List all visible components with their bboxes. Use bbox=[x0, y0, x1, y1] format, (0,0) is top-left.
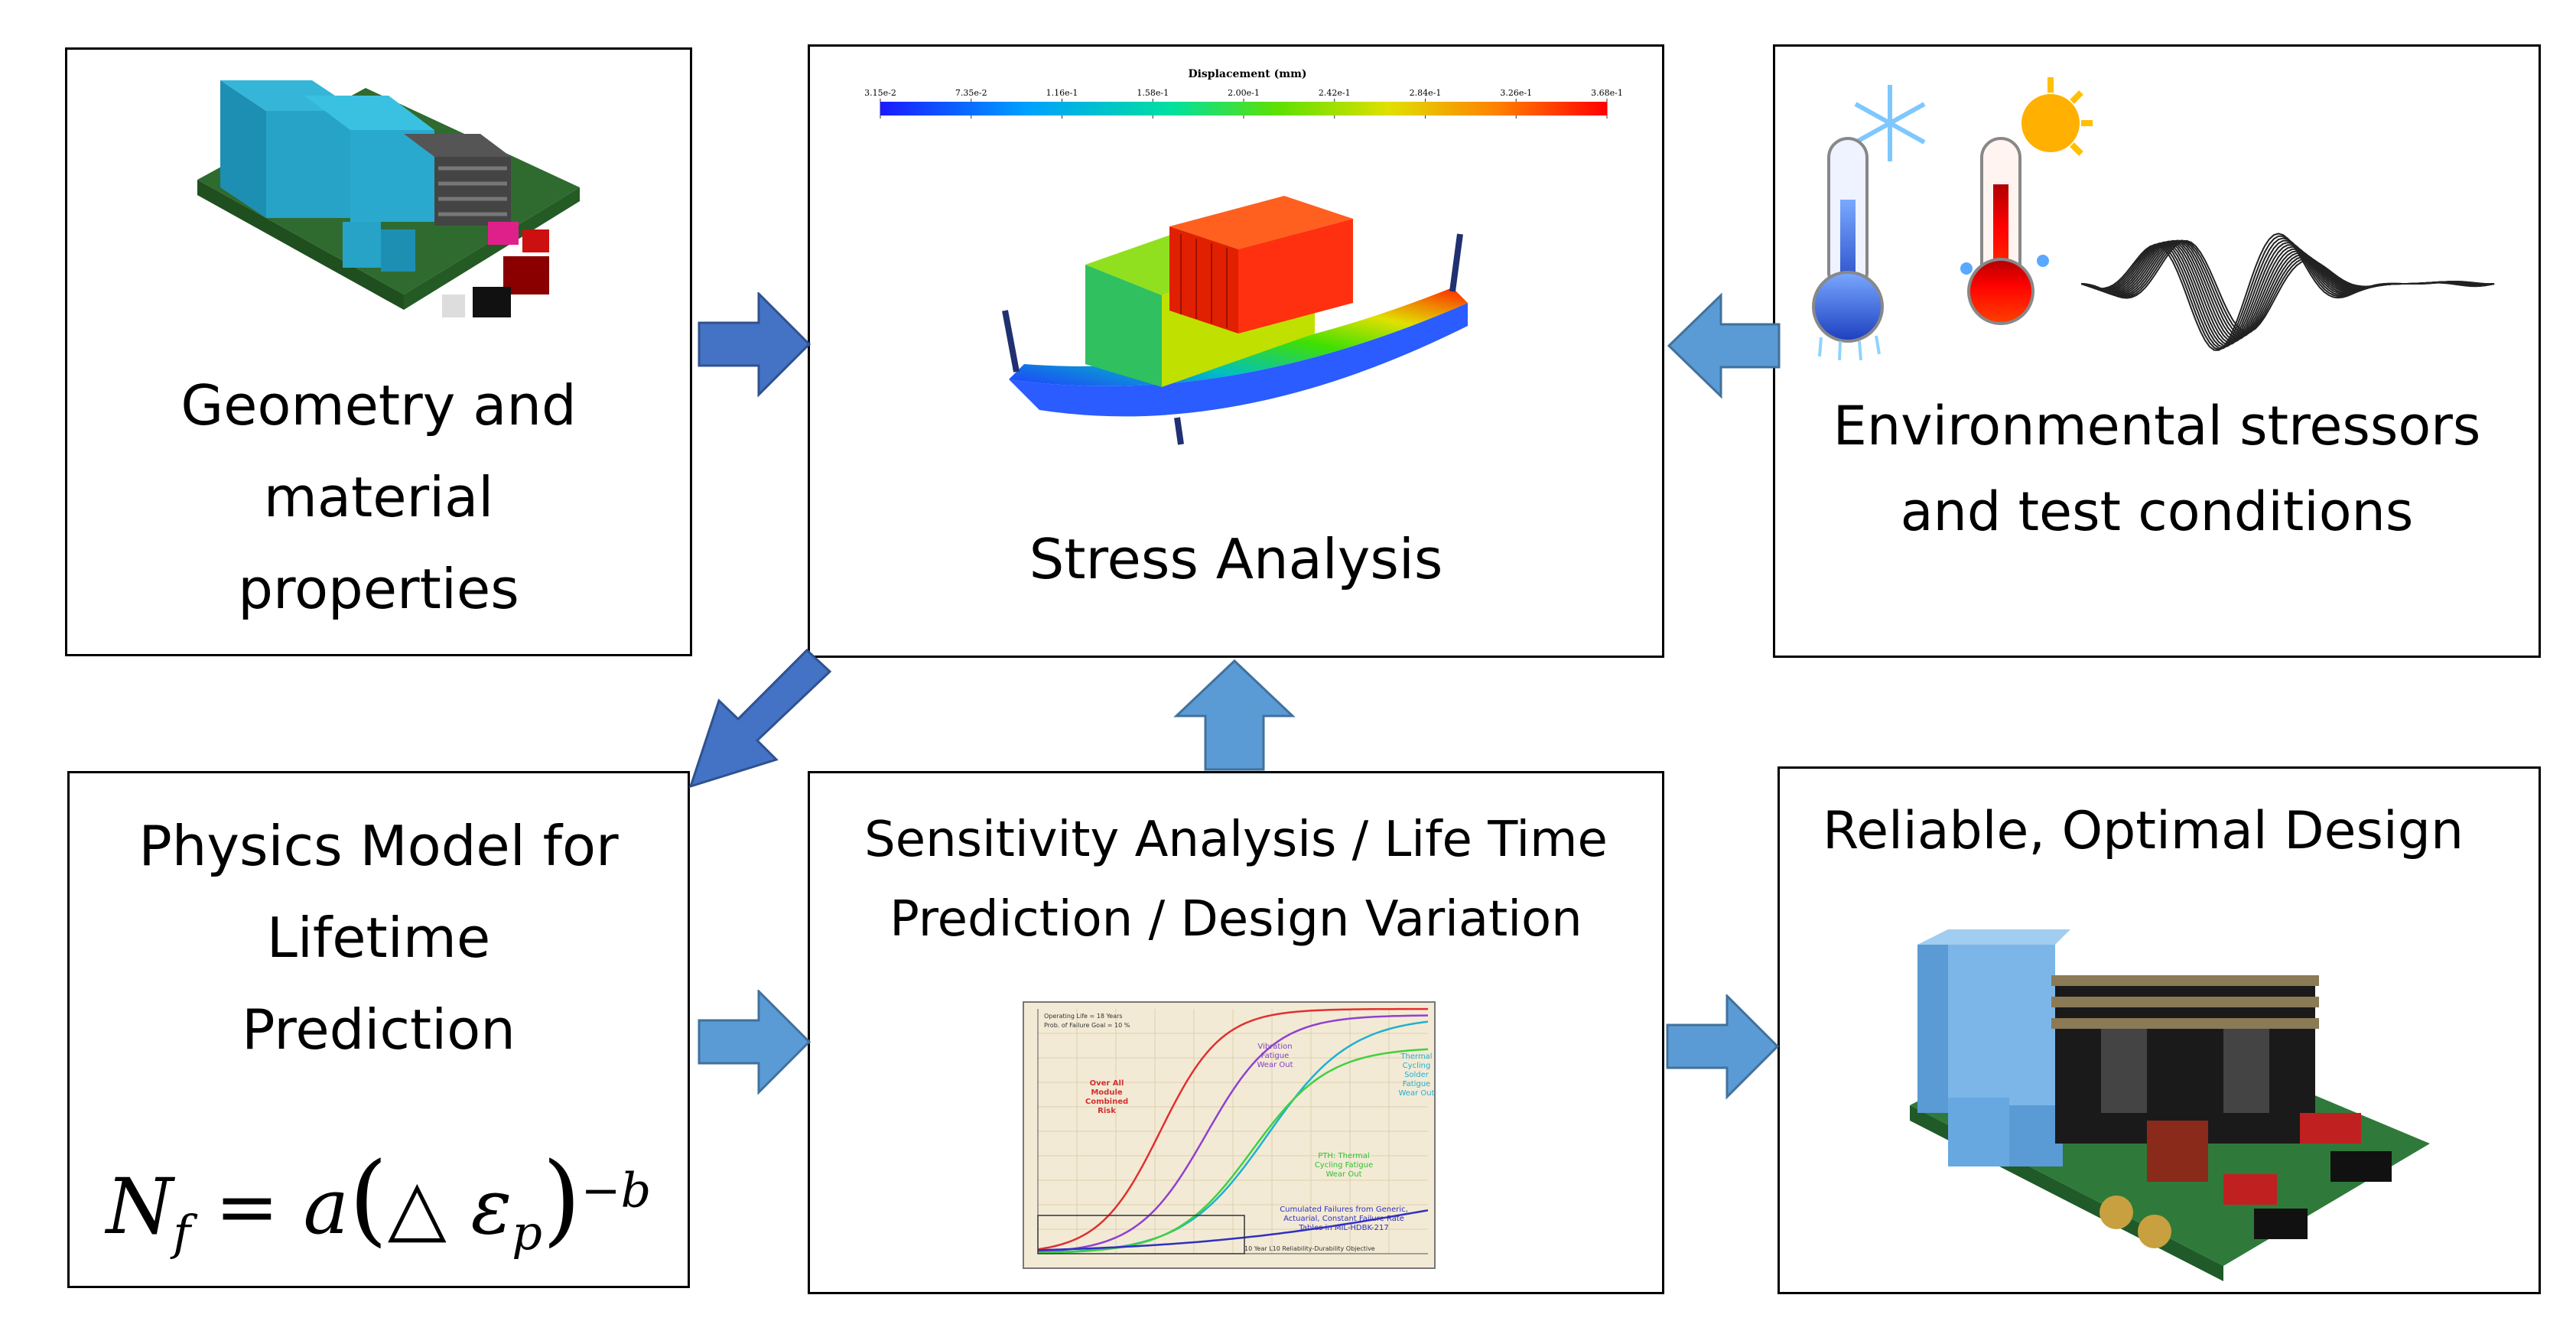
colorbar-tick-label: 2.00e-1 bbox=[1228, 88, 1260, 98]
thumb-annotation-line: Actuarial, Constant Failure Rate bbox=[1283, 1215, 1404, 1223]
sensitivity-label: Sensitivity Analysis / Life Time Predict… bbox=[810, 800, 1662, 959]
thumb-objective-label: 10 Year L10 Reliability-Durability Objec… bbox=[1244, 1245, 1375, 1252]
thumb-annotation-line: Module bbox=[1091, 1088, 1123, 1097]
arrow-sensitivity-to-stress bbox=[1173, 659, 1296, 771]
formula-coefficient: a bbox=[303, 1162, 350, 1251]
thumb-curve bbox=[1037, 1014, 1429, 1253]
formula-delta: △ bbox=[387, 1162, 447, 1251]
thumb-legend-2: Prob. of Failure Goal = 10 % bbox=[1044, 1022, 1130, 1029]
thumb-annotation-line: Wear Out bbox=[1257, 1061, 1293, 1069]
thumb-annotation-line: Vibration bbox=[1257, 1043, 1292, 1051]
arrow-sensitivity-to-reliable bbox=[1666, 994, 1780, 1100]
thumb-annotation-line: Cycling Fatigue bbox=[1315, 1161, 1373, 1170]
colorbar-tick-label: 7.35e-2 bbox=[955, 88, 987, 98]
stress-mesh-illustration bbox=[1002, 196, 1468, 445]
thumb-annotation-line: Cumulated Failures from Generic, bbox=[1280, 1205, 1408, 1214]
coffin-manson-formula: Nf = a(△ εp)−b bbox=[106, 1140, 652, 1261]
thumb-curve bbox=[1037, 1209, 1429, 1251]
thumb-annotation-line: Wear Out bbox=[1325, 1170, 1361, 1179]
environment-label-line-2: and test conditions bbox=[1900, 480, 2414, 543]
arrow-environment-to-stress bbox=[1667, 292, 1781, 399]
colorbar-tick-label: 2.84e-1 bbox=[1410, 88, 1442, 98]
thumb-curve bbox=[1037, 1048, 1429, 1254]
thumb-annotation-line: Tables in MIL-HDBK-217 bbox=[1298, 1224, 1388, 1232]
stress-analysis-title: Stress Analysis bbox=[1029, 527, 1443, 591]
physics-model-label: Physics Model for Lifetime Prediction bbox=[70, 800, 688, 1075]
reliable-design-title: Reliable, Optimal Design bbox=[1823, 801, 2464, 861]
physics-model-box: Physics Model for Lifetime Prediction Nf… bbox=[67, 771, 690, 1288]
geometry-box: Geometry and material properties bbox=[65, 47, 692, 656]
pcb-assembly-illustration bbox=[197, 80, 580, 317]
sensitivity-box: Sensitivity Analysis / Life Time Predict… bbox=[808, 771, 1664, 1294]
displacement-colorbar: Displacement (mm) 3.15e-2 7.35e-2 1.16e-1 1… bbox=[865, 68, 1623, 119]
thumb-curve bbox=[1037, 1007, 1428, 1251]
thumb-annotation-line: Fatigue bbox=[1261, 1052, 1290, 1060]
formula-epsilon: ε bbox=[470, 1162, 512, 1251]
sensitivity-label-line-1: Sensitivity Analysis / Life Time bbox=[864, 812, 1608, 868]
formula-equals: = bbox=[214, 1162, 279, 1251]
geometry-label-line-1: Geometry and bbox=[181, 373, 577, 438]
thumb-annotation-line: Risk bbox=[1098, 1107, 1116, 1115]
vibration-wave-line bbox=[2081, 233, 2495, 351]
thumb-annotation-line: Thermal bbox=[1400, 1053, 1432, 1061]
environment-box: Environmental stressors and test conditi… bbox=[1773, 44, 2541, 658]
environment-label-line-1: Environmental stressors bbox=[1833, 395, 2481, 457]
thumb-annotation-line: Combined bbox=[1085, 1098, 1128, 1106]
cold-thermometer-icon bbox=[1812, 85, 1926, 360]
formula-lhs-sub: f bbox=[173, 1205, 191, 1261]
arrow-physics-to-sensitivity bbox=[698, 990, 812, 1095]
colorbar-title: Displacement (mm) bbox=[1188, 68, 1306, 80]
arrow-geometry-to-stress bbox=[698, 292, 812, 398]
hot-thermometer-icon bbox=[1960, 77, 2093, 325]
colorbar-tick-label: 1.16e-1 bbox=[1046, 88, 1078, 98]
physics-model-line-2: Lifetime bbox=[266, 906, 491, 970]
reliability-chart-thumbnail: Operating Life = 18 Years Prob. of Failu… bbox=[1023, 1001, 1436, 1269]
thumb-annotation-line: Fatigue bbox=[1403, 1080, 1431, 1088]
formula-exponent: −b bbox=[581, 1162, 652, 1218]
geometry-label: Geometry and material properties bbox=[67, 360, 690, 635]
formula-lhs: N bbox=[106, 1162, 174, 1251]
colorbar-tick-label: 2.42e-1 bbox=[1319, 88, 1351, 98]
colorbar-tick-label: 3.26e-1 bbox=[1500, 88, 1532, 98]
thumb-annotation-line: Wear Out bbox=[1398, 1089, 1434, 1098]
reliable-design-box: Reliable, Optimal Design bbox=[1778, 766, 2541, 1294]
colorbar-tick-label: 3.68e-1 bbox=[1591, 88, 1623, 98]
colorbar-gradient bbox=[880, 102, 1607, 116]
thumb-cumulated-label: Cumulated Failures from Generic,Actuaria… bbox=[1280, 1205, 1408, 1232]
thumb-annotation-line: PTH: Thermal bbox=[1318, 1152, 1369, 1160]
formula-epsilon-sub: p bbox=[512, 1205, 542, 1261]
thumb-annotation-line: Over All bbox=[1090, 1079, 1124, 1088]
physics-model-line-1: Physics Model for bbox=[138, 814, 619, 878]
arrow-stress-to-physics bbox=[688, 649, 832, 789]
stress-analysis-box: Displacement (mm) 3.15e-2 7.35e-2 1.16e-1 1… bbox=[808, 44, 1664, 658]
final-pcb-photo bbox=[1910, 929, 2430, 1281]
geometry-label-line-2: material bbox=[263, 465, 494, 529]
colorbar-tick-label: 1.58e-1 bbox=[1137, 88, 1169, 98]
sensitivity-label-line-2: Prediction / Design Variation bbox=[890, 891, 1582, 948]
physics-model-line-3: Prediction bbox=[242, 997, 516, 1062]
vibration-wave-icon bbox=[2081, 233, 2495, 351]
environment-label: Environmental stressors and test conditi… bbox=[1775, 383, 2539, 555]
thumb-annotation-line: Cycling bbox=[1403, 1062, 1431, 1070]
thumb-legend-1: Operating Life = 18 Years bbox=[1044, 1013, 1123, 1020]
thumb-annotation-line: Solder bbox=[1404, 1071, 1429, 1079]
colorbar-tick-label: 3.15e-2 bbox=[865, 88, 896, 98]
geometry-label-line-3: properties bbox=[238, 557, 519, 621]
